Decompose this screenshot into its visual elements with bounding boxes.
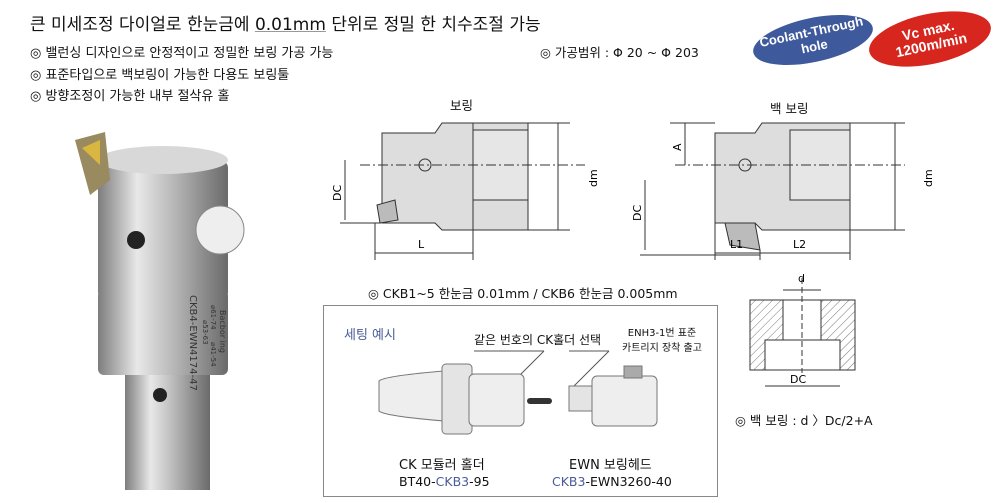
holder-name: CK 모듈러 홀더 <box>399 458 485 473</box>
callout-line: ENH3-1번 표준 <box>627 328 697 339</box>
feature-bullet: ◎ 밸런싱 디자인으로 안정적이고 정밀한 보링 가공 가능 <box>30 46 334 61</box>
code-part: -95 <box>469 474 490 489</box>
range-engraving: ⌀61-74 <box>209 305 217 330</box>
hole-diagram: d DC <box>749 272 856 387</box>
headline-emphasis: 0.01mm <box>254 15 326 35</box>
dm-label: dm <box>922 169 935 187</box>
graduation-note: ◎ CKB1~5 한눈금 0.01mm / CKB6 한눈금 0.005mm <box>368 286 678 301</box>
headline: 큰 미세조정 다이얼로 한눈금에 0.01mm 단위로 정밀 한 치수조절 가능 <box>30 10 541 35</box>
code-part: CKB3 <box>552 474 586 489</box>
dc-label: DC <box>331 185 344 201</box>
dm-label: dm <box>587 169 600 187</box>
feature-bullet: ◎ 표준타입으로 백보링이 가능한 다용도 보링툴 <box>30 68 290 83</box>
back-boring-rule: ◎ 백 보링 : d 〉Dc/2+A <box>735 413 873 428</box>
engraving: CKB4-EWN4174-47 <box>187 295 198 391</box>
l2-label: L2 <box>793 238 806 251</box>
callout-select: 같은 번호의 CK홀더 선택 <box>474 333 602 347</box>
code-part: CKB3 <box>435 474 470 489</box>
setting-illustration <box>378 350 658 435</box>
head-code: CKB3-EWN3260-40 <box>552 474 672 489</box>
range-engraving: ⌀41-54 <box>209 342 217 367</box>
range-engraving: ⌀53-63 <box>201 320 209 345</box>
code-part: -EWN3260-40 <box>585 474 672 489</box>
head-name: EWN 보링헤드 <box>569 458 652 473</box>
headline-part: 큰 미세조정 다이얼로 한눈금에 <box>30 15 255 35</box>
boring-head-photo: CKB4-EWN4174-47 Bacbor ing ⌀61-74 ⌀53-63… <box>75 132 245 490</box>
headline-part: 단위로 정밀 한 치수조절 가능 <box>325 15 541 35</box>
back-boring-diagram: A DC dm L1 L2 <box>631 122 935 260</box>
setting-title: 세팅 예시 <box>344 328 396 343</box>
feature-bullet: ◎ 방향조정이 가능한 내부 절삭유 홀 <box>30 89 230 104</box>
dc-label: DC <box>790 373 806 386</box>
l1-label: L1 <box>730 238 743 251</box>
vc-max-badge: Vc max.1200m/min <box>864 1 996 77</box>
brand-engraving: Bacbor ing <box>218 310 227 353</box>
dc-label: DC <box>631 205 644 221</box>
back-boring-title: 백 보링 <box>770 101 809 116</box>
code-part: BT40- <box>399 474 436 489</box>
boring-title: 보링 <box>450 98 474 113</box>
machining-range: ◎ 가공범위 : Φ 20 ~ Φ 203 <box>540 45 699 60</box>
boring-diagram: DC dm L <box>331 122 600 260</box>
d-label: d <box>798 272 805 285</box>
callout-line: 카트리지 장착 출고 <box>622 343 702 354</box>
a-label: A <box>671 143 684 151</box>
holder-code: BT40-CKB3-95 <box>399 474 490 489</box>
l-label: L <box>418 238 425 251</box>
